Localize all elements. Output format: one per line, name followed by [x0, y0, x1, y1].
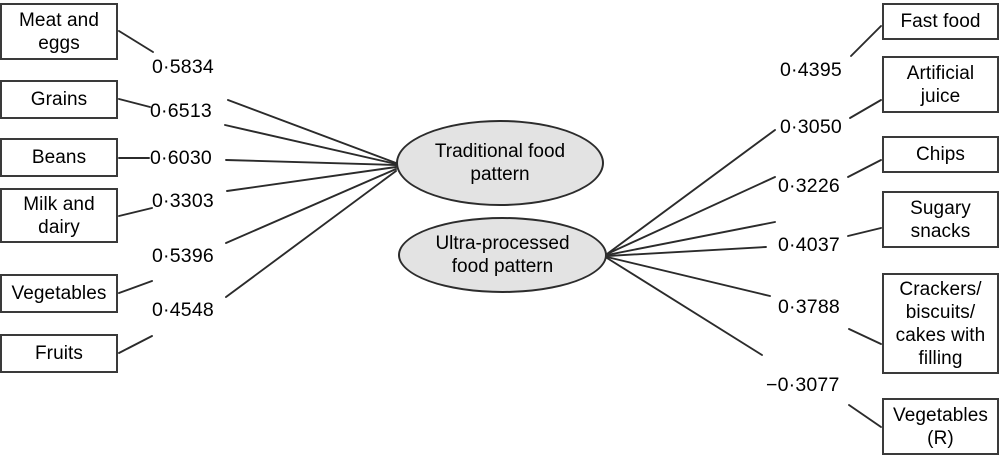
indicator-label-artificial-juice: Artificial juice [906, 62, 975, 107]
edge-artificial-juice-segment-b [849, 99, 882, 119]
indicator-label-milk-and-dairy: Milk and dairy [23, 193, 95, 238]
edge-vegetables-segment-a [118, 280, 153, 294]
loading-label-fast-food: 0·4395 [780, 59, 842, 81]
edge-meat-and-eggs-segment-b [227, 99, 397, 164]
edge-milk-and-dairy-segment-a [118, 207, 153, 217]
latent-factor-ultra-processed[interactable]: Ultra-processed food pattern [398, 217, 607, 293]
indicator-box-vegetables[interactable]: Vegetables [0, 274, 118, 313]
edge-milk-and-dairy-segment-b [226, 166, 397, 192]
indicator-box-chips[interactable]: Chips [882, 136, 999, 173]
latent-label-ultra-processed: Ultra-processed food pattern [435, 233, 570, 277]
edge-grains-segment-a [118, 98, 151, 108]
edge-artificial-juice-segment-a [606, 176, 776, 255]
indicator-box-meat-and-eggs[interactable]: Meat and eggs [0, 3, 118, 60]
indicator-box-fruits[interactable]: Fruits [0, 334, 118, 373]
edge-vegetables-segment-b [225, 168, 397, 244]
edge-sugary-snacks-segment-a [606, 246, 767, 257]
loading-label-fruits: 0·4548 [152, 299, 214, 321]
edge-meat-and-eggs-segment-a [118, 30, 154, 53]
indicator-label-vegetables: Vegetables [11, 283, 107, 304]
edge-fruits-segment-a [118, 335, 153, 354]
latent-label-traditional: Traditional food pattern [434, 141, 566, 185]
loading-label-sugary-snacks: 0·4037 [778, 234, 840, 256]
indicator-label-fruits: Fruits [34, 343, 84, 364]
loading-label-chips: 0·3226 [778, 175, 840, 197]
edge-chips-segment-b [847, 159, 882, 178]
indicator-label-grains: Grains [30, 89, 88, 110]
loading-label-meat-and-eggs: 0·5834 [152, 56, 214, 78]
edge-chips-segment-a [606, 221, 776, 256]
indicator-box-sugary-snacks[interactable]: Sugary snacks [882, 191, 999, 248]
loading-label-grains: 0·6513 [150, 100, 212, 122]
edge-fast-food-segment-a [606, 129, 776, 255]
latent-factor-traditional[interactable]: Traditional food pattern [396, 120, 604, 206]
edge-beans-segment-b [225, 159, 397, 166]
loading-label-vegetables-reverse: −0·3077 [766, 374, 840, 396]
edge-crackers-segment-a [606, 256, 771, 297]
edge-fast-food-segment-b [850, 25, 882, 57]
loading-label-crackers-biscuits-cakes: 0·3788 [778, 296, 840, 318]
edge-vegetables-reverse-segment-a [606, 257, 763, 356]
indicator-box-milk-and-dairy[interactable]: Milk and dairy [0, 188, 118, 243]
loading-label-milk-and-dairy: 0·3303 [152, 190, 214, 212]
loading-label-artificial-juice: 0·3050 [780, 116, 842, 138]
edge-sugary-snacks-segment-b [847, 227, 882, 237]
indicator-label-sugary-snacks: Sugary snacks [910, 197, 971, 242]
loading-label-beans: 0·6030 [150, 147, 212, 169]
indicator-label-crackers-biscuits-cakes: Crackers/ biscuits/ cakes with filling [895, 278, 986, 369]
indicator-label-chips: Chips [915, 144, 966, 165]
indicator-box-fast-food[interactable]: Fast food [882, 3, 999, 40]
edge-grains-segment-b [224, 124, 397, 165]
indicator-box-crackers-biscuits-cakes[interactable]: Crackers/ biscuits/ cakes with filling [882, 273, 999, 374]
indicator-label-vegetables-reverse: Vegetables (R) [892, 404, 989, 449]
indicator-box-grains[interactable]: Grains [0, 80, 118, 119]
loading-label-vegetables: 0·5396 [152, 245, 214, 267]
indicator-label-fast-food: Fast food [900, 11, 981, 32]
indicator-box-vegetables-reverse[interactable]: Vegetables (R) [882, 398, 999, 455]
edge-fruits-segment-b [225, 170, 397, 298]
indicator-box-artificial-juice[interactable]: Artificial juice [882, 56, 999, 113]
edge-vegetables-reverse-segment-b [848, 404, 882, 428]
edge-crackers-segment-b [848, 328, 882, 345]
indicator-label-beans: Beans [31, 147, 87, 168]
indicator-label-meat-and-eggs: Meat and eggs [18, 9, 100, 54]
indicator-box-beans[interactable]: Beans [0, 138, 118, 177]
